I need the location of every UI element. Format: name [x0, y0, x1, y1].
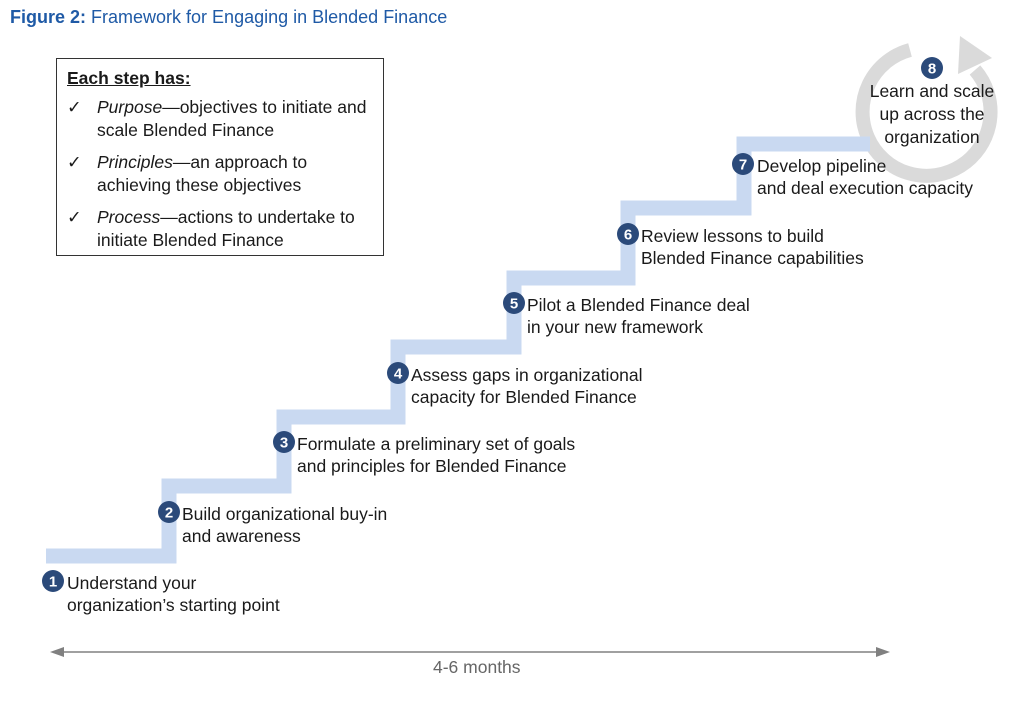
step-line: up across the [879, 104, 985, 124]
step-line: Assess gaps in organizational [411, 365, 643, 385]
badge-number: 2 [165, 505, 173, 522]
step-line: capacity for Blended Finance [411, 387, 637, 407]
step-1-text: Understand your organization’s starting … [67, 572, 280, 616]
badge-circle [158, 501, 180, 523]
step-line: Review lessons to build [641, 226, 824, 246]
legend-desc: —an approach to achieving these objectiv… [97, 152, 308, 195]
step-line: organization’s starting point [67, 595, 280, 615]
badge-circle [617, 223, 639, 245]
step-line: Develop pipeline [757, 156, 887, 176]
step-3-badge: 3 [273, 431, 295, 453]
check-icon: ✓ [67, 152, 82, 172]
step-line: Understand your [67, 573, 197, 593]
legend-item-purpose: ✓ Purpose—objectives to initiate and sca… [67, 96, 383, 142]
step-line: organization [884, 127, 980, 147]
legend-term: Purpose [97, 97, 163, 117]
badge-circle [387, 362, 409, 384]
check-icon: ✓ [67, 97, 82, 117]
double-arrow-icon [50, 647, 890, 657]
step-line: and awareness [182, 526, 301, 546]
timeline-label: 4-6 months [433, 657, 521, 677]
legend-desc: —actions to undertake to initiate Blende… [97, 207, 355, 250]
badge-circle [503, 292, 525, 314]
figure-title: Figure 2: Framework for Engaging in Blen… [10, 7, 447, 28]
step-6-badge: 6 [617, 223, 639, 245]
badge-number: 1 [49, 574, 57, 591]
staircase [46, 136, 870, 564]
step-2-text: Build organizational buy-in and awarenes… [182, 503, 387, 547]
legend-heading: Each step has: [67, 68, 191, 88]
badge-number: 3 [280, 435, 288, 452]
step-line: in your new framework [527, 317, 704, 337]
step-2-badge: 2 [158, 501, 180, 523]
staircase-band [46, 136, 870, 564]
badge-number: 5 [510, 296, 518, 313]
step-4-badge: 4 [387, 362, 409, 384]
check-icon: ✓ [67, 207, 82, 227]
badge-number: 8 [928, 61, 936, 78]
legend-item-process: ✓ Process—actions to undertake to initia… [67, 206, 383, 252]
circular-arrow-icon [855, 36, 998, 183]
step-line: and deal execution capacity [757, 178, 973, 198]
step-line: Learn and scale [869, 81, 995, 101]
legend-term: Process [97, 207, 161, 227]
step-6-text: Review lessons to build Blended Finance … [641, 225, 864, 269]
badge-number: 7 [739, 157, 747, 174]
badge-circle [732, 153, 754, 175]
legend-term: Principles [97, 152, 173, 172]
step-3-text: Formulate a preliminary set of goals and… [297, 433, 575, 477]
step-7-text: Develop pipeline and deal execution capa… [757, 155, 973, 199]
badge-circle [42, 570, 64, 592]
step-4-text: Assess gaps in organizational capacity f… [411, 364, 643, 408]
step-7-badge: 7 [732, 153, 754, 175]
figure-label: Figure 2: [10, 7, 87, 27]
step-8-text: Learn and scale up across the organizati… [860, 80, 1004, 149]
badge-number: 6 [624, 227, 632, 244]
badge-circle [273, 431, 295, 453]
badge-circle [921, 57, 943, 79]
legend-desc: —objectives to initiate and scale Blende… [97, 97, 367, 140]
step-1-badge: 1 [42, 570, 64, 592]
step-line: Formulate a preliminary set of goals [297, 434, 576, 454]
step-line: and principles for Blended Finance [297, 456, 567, 476]
step-badges: 1 2 3 4 5 6 7 8 [42, 57, 943, 592]
step-line: Pilot a Blended Finance deal [527, 295, 750, 315]
step-line: Blended Finance capabilities [641, 248, 864, 268]
step-5-badge: 5 [503, 292, 525, 314]
step-line: Build organizational buy-in [182, 504, 388, 524]
legend-item-principles: ✓ Principles—an approach to achieving th… [67, 151, 383, 197]
figure-title-text: Framework for Engaging in Blended Financ… [91, 7, 448, 27]
step-5-text: Pilot a Blended Finance deal in your new… [527, 294, 750, 338]
badge-number: 4 [394, 366, 403, 383]
legend-box: Each step has: ✓ Purpose—objectives to i… [56, 58, 384, 256]
step-8-badge: 8 [921, 57, 943, 79]
